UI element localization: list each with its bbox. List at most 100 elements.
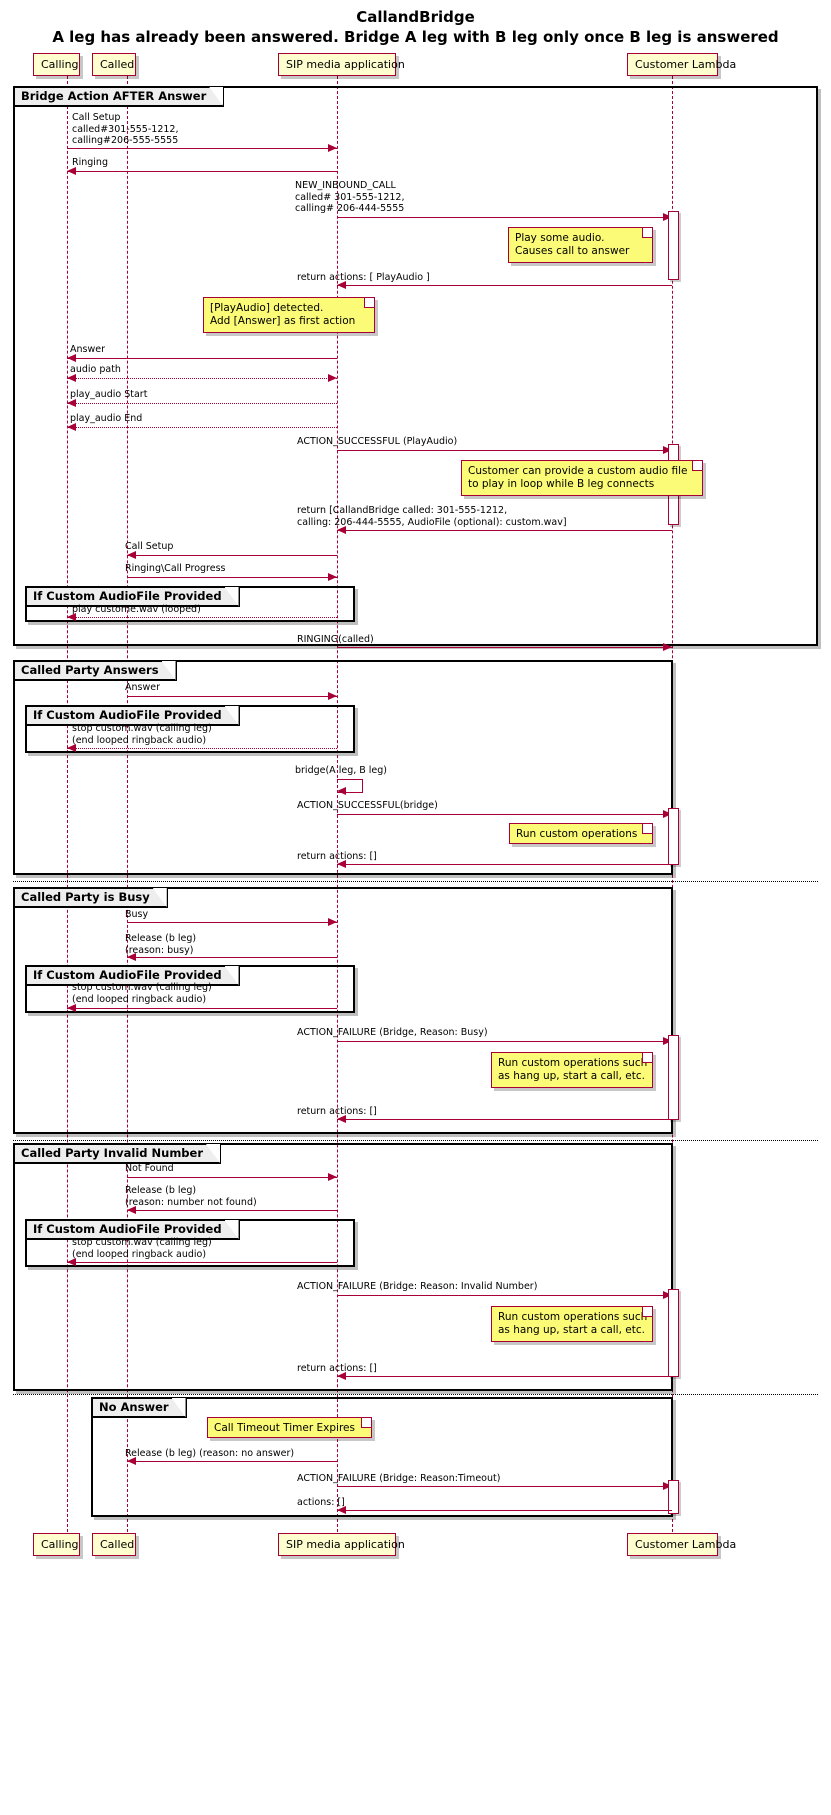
message-label-m2: Ringing (72, 157, 108, 168)
participant-lambda-bottom[interactable]: Customer Lambda (627, 1533, 736, 1556)
message-arrowhead-m21 (127, 952, 136, 961)
message-arrow-m1 (67, 148, 337, 149)
message-label-m13: play custome.wav (looped) (72, 604, 201, 615)
message-arrowhead-m15 (328, 691, 337, 700)
note-n4: Run custom operations (509, 823, 653, 844)
message-arrowhead-m9 (663, 445, 672, 454)
alt-divider-1 (13, 881, 818, 882)
participant-sip-top[interactable]: SIP media application (278, 53, 405, 76)
message-arrowhead-m11 (127, 550, 136, 559)
lifeline-sip (337, 76, 338, 1532)
message-arrow-m27 (67, 1262, 337, 1263)
message-label-m30: Release (b leg) (reason: no answer) (125, 1448, 295, 1459)
message-arrow-m25 (127, 1177, 337, 1178)
participant-sip-bottom[interactable]: SIP media application (278, 1533, 405, 1556)
message-arrow-m21 (127, 957, 337, 958)
group-if-custom-audiofile-provided-1 (25, 586, 355, 622)
message-label-m6: audio path (70, 364, 121, 375)
message-arrow-m28 (337, 1295, 672, 1296)
message-arrow-m5 (67, 358, 337, 359)
message-label-m17: bridge(A leg, B leg) (295, 765, 388, 776)
message-arrowhead-m4 (337, 280, 346, 289)
message-arrow-m4 (337, 285, 672, 286)
message-arrowhead-m29 (337, 1371, 346, 1380)
participant-called-top[interactable]: Called (92, 53, 136, 76)
message-arrow-m32 (337, 1510, 672, 1511)
message-arrowhead-m24 (337, 1114, 346, 1123)
message-label-m4: return actions: [ PlayAudio ] (297, 272, 430, 283)
diagram-title: CallandBridge (356, 8, 475, 26)
message-arrow-m22 (67, 1008, 337, 1009)
message-arrowhead-m27 (67, 1257, 76, 1266)
alt-divider-3 (13, 1394, 818, 1395)
participant-calling-top[interactable]: Calling (33, 53, 80, 76)
group-if-custom-audiofile-provided-3-label: If Custom AudioFile Provided (27, 967, 240, 986)
group-if-custom-audiofile-provided-1-label: If Custom AudioFile Provided (27, 588, 240, 607)
message-arrowhead-m18 (663, 809, 672, 818)
message-arrow-m8 (67, 427, 337, 428)
diagram-subtitle: A leg has already been answered. Bridge … (52, 28, 779, 46)
message-arrowhead-m13 (67, 612, 76, 621)
note-n1: Play some audio. Causes call to answer (508, 227, 653, 263)
message-label-m11: Call Setup (125, 541, 174, 552)
message-label-m25: Not Found (125, 1163, 174, 1174)
message-arrow-m24 (337, 1119, 672, 1120)
group-bridge-action-after-answer (13, 86, 818, 646)
message-arrow-m10 (337, 530, 672, 531)
group-if-custom-audiofile-provided-3 (25, 965, 355, 1013)
note-n5: Run custom operations such as hang up, s… (491, 1052, 653, 1088)
message-label-m27: stop custom.wav (calling leg) (end loope… (72, 1237, 212, 1260)
message-arrow-m15 (127, 696, 337, 697)
group-called-party-answers (13, 660, 673, 875)
message-arrow-m6 (67, 378, 337, 379)
activation-lambda-4 (668, 1035, 679, 1120)
group-no-answer-label: No Answer (93, 1399, 187, 1418)
activation-lambda-1 (668, 211, 679, 280)
message-label-m29: return actions: [] (297, 1363, 377, 1374)
group-called-party-is-busy (13, 887, 673, 1134)
message-label-m5: Answer (70, 344, 105, 355)
message-label-m16: stop custom.wav (calling leg) (end loope… (72, 723, 212, 746)
activation-lambda-6 (668, 1480, 679, 1514)
message-label-m12: Ringing\Call Progress (125, 563, 226, 574)
message-arrow-m20 (127, 922, 337, 923)
group-if-custom-audiofile-provided-4-label: If Custom AudioFile Provided (27, 1221, 240, 1240)
message-label-m15: Answer (125, 682, 160, 693)
message-label-m31: ACTION_FAILURE (Bridge: Reason:Timeout) (297, 1473, 501, 1484)
message-arrow-m23 (337, 1041, 672, 1042)
message-arrowhead-m10 (337, 525, 346, 534)
participant-called-bottom[interactable]: Called (92, 1533, 136, 1556)
group-if-custom-audiofile-provided-2-label: If Custom AudioFile Provided (27, 707, 240, 726)
message-label-m1: Call Setup called#301-555-1212, calling#… (72, 112, 179, 146)
message-arrow-m19 (337, 864, 672, 865)
message-label-m24: return actions: [] (297, 1106, 377, 1117)
message-label-m21: Release (b leg) (reason: busy) (125, 933, 197, 956)
message-arrowhead-m28 (663, 1290, 672, 1299)
participant-calling-bottom[interactable]: Calling (33, 1533, 80, 1556)
message-arrowhead-m14 (663, 642, 672, 651)
lifeline-calling (67, 76, 68, 1532)
message-arrowhead-m25 (328, 1172, 337, 1181)
message-arrowhead-m23 (663, 1036, 672, 1045)
message-label-m14: RINGING(called) (297, 634, 374, 645)
message-arrow-m13 (67, 617, 337, 618)
message-arrowhead-m19 (337, 859, 346, 868)
message-arrowhead-m6-right (328, 373, 337, 382)
group-called-party-is-busy-label: Called Party is Busy (15, 889, 168, 908)
message-arrow-m14 (337, 647, 672, 648)
group-called-party-answers-label: Called Party Answers (15, 662, 177, 681)
message-label-m9: ACTION_SUCCESSFUL (PlayAudio) (297, 436, 458, 447)
note-n6: Run custom operations such as hang up, s… (491, 1306, 653, 1342)
activation-lambda-3 (668, 808, 679, 865)
message-arrow-m9 (337, 450, 672, 451)
participant-lambda-top[interactable]: Customer Lambda (627, 53, 736, 76)
message-label-m3: NEW_INBOUND_CALL called# 301-555-1212, c… (295, 180, 405, 214)
message-arrowhead-m2 (67, 166, 76, 175)
message-label-m8: play_audio End (70, 413, 143, 424)
message-arrow-m7 (67, 403, 337, 404)
lifeline-called (127, 76, 128, 1532)
message-arrowhead-m8 (67, 422, 76, 431)
group-called-party-invalid-number-label: Called Party Invalid Number (15, 1145, 222, 1164)
message-arrowhead-m16 (67, 743, 76, 752)
